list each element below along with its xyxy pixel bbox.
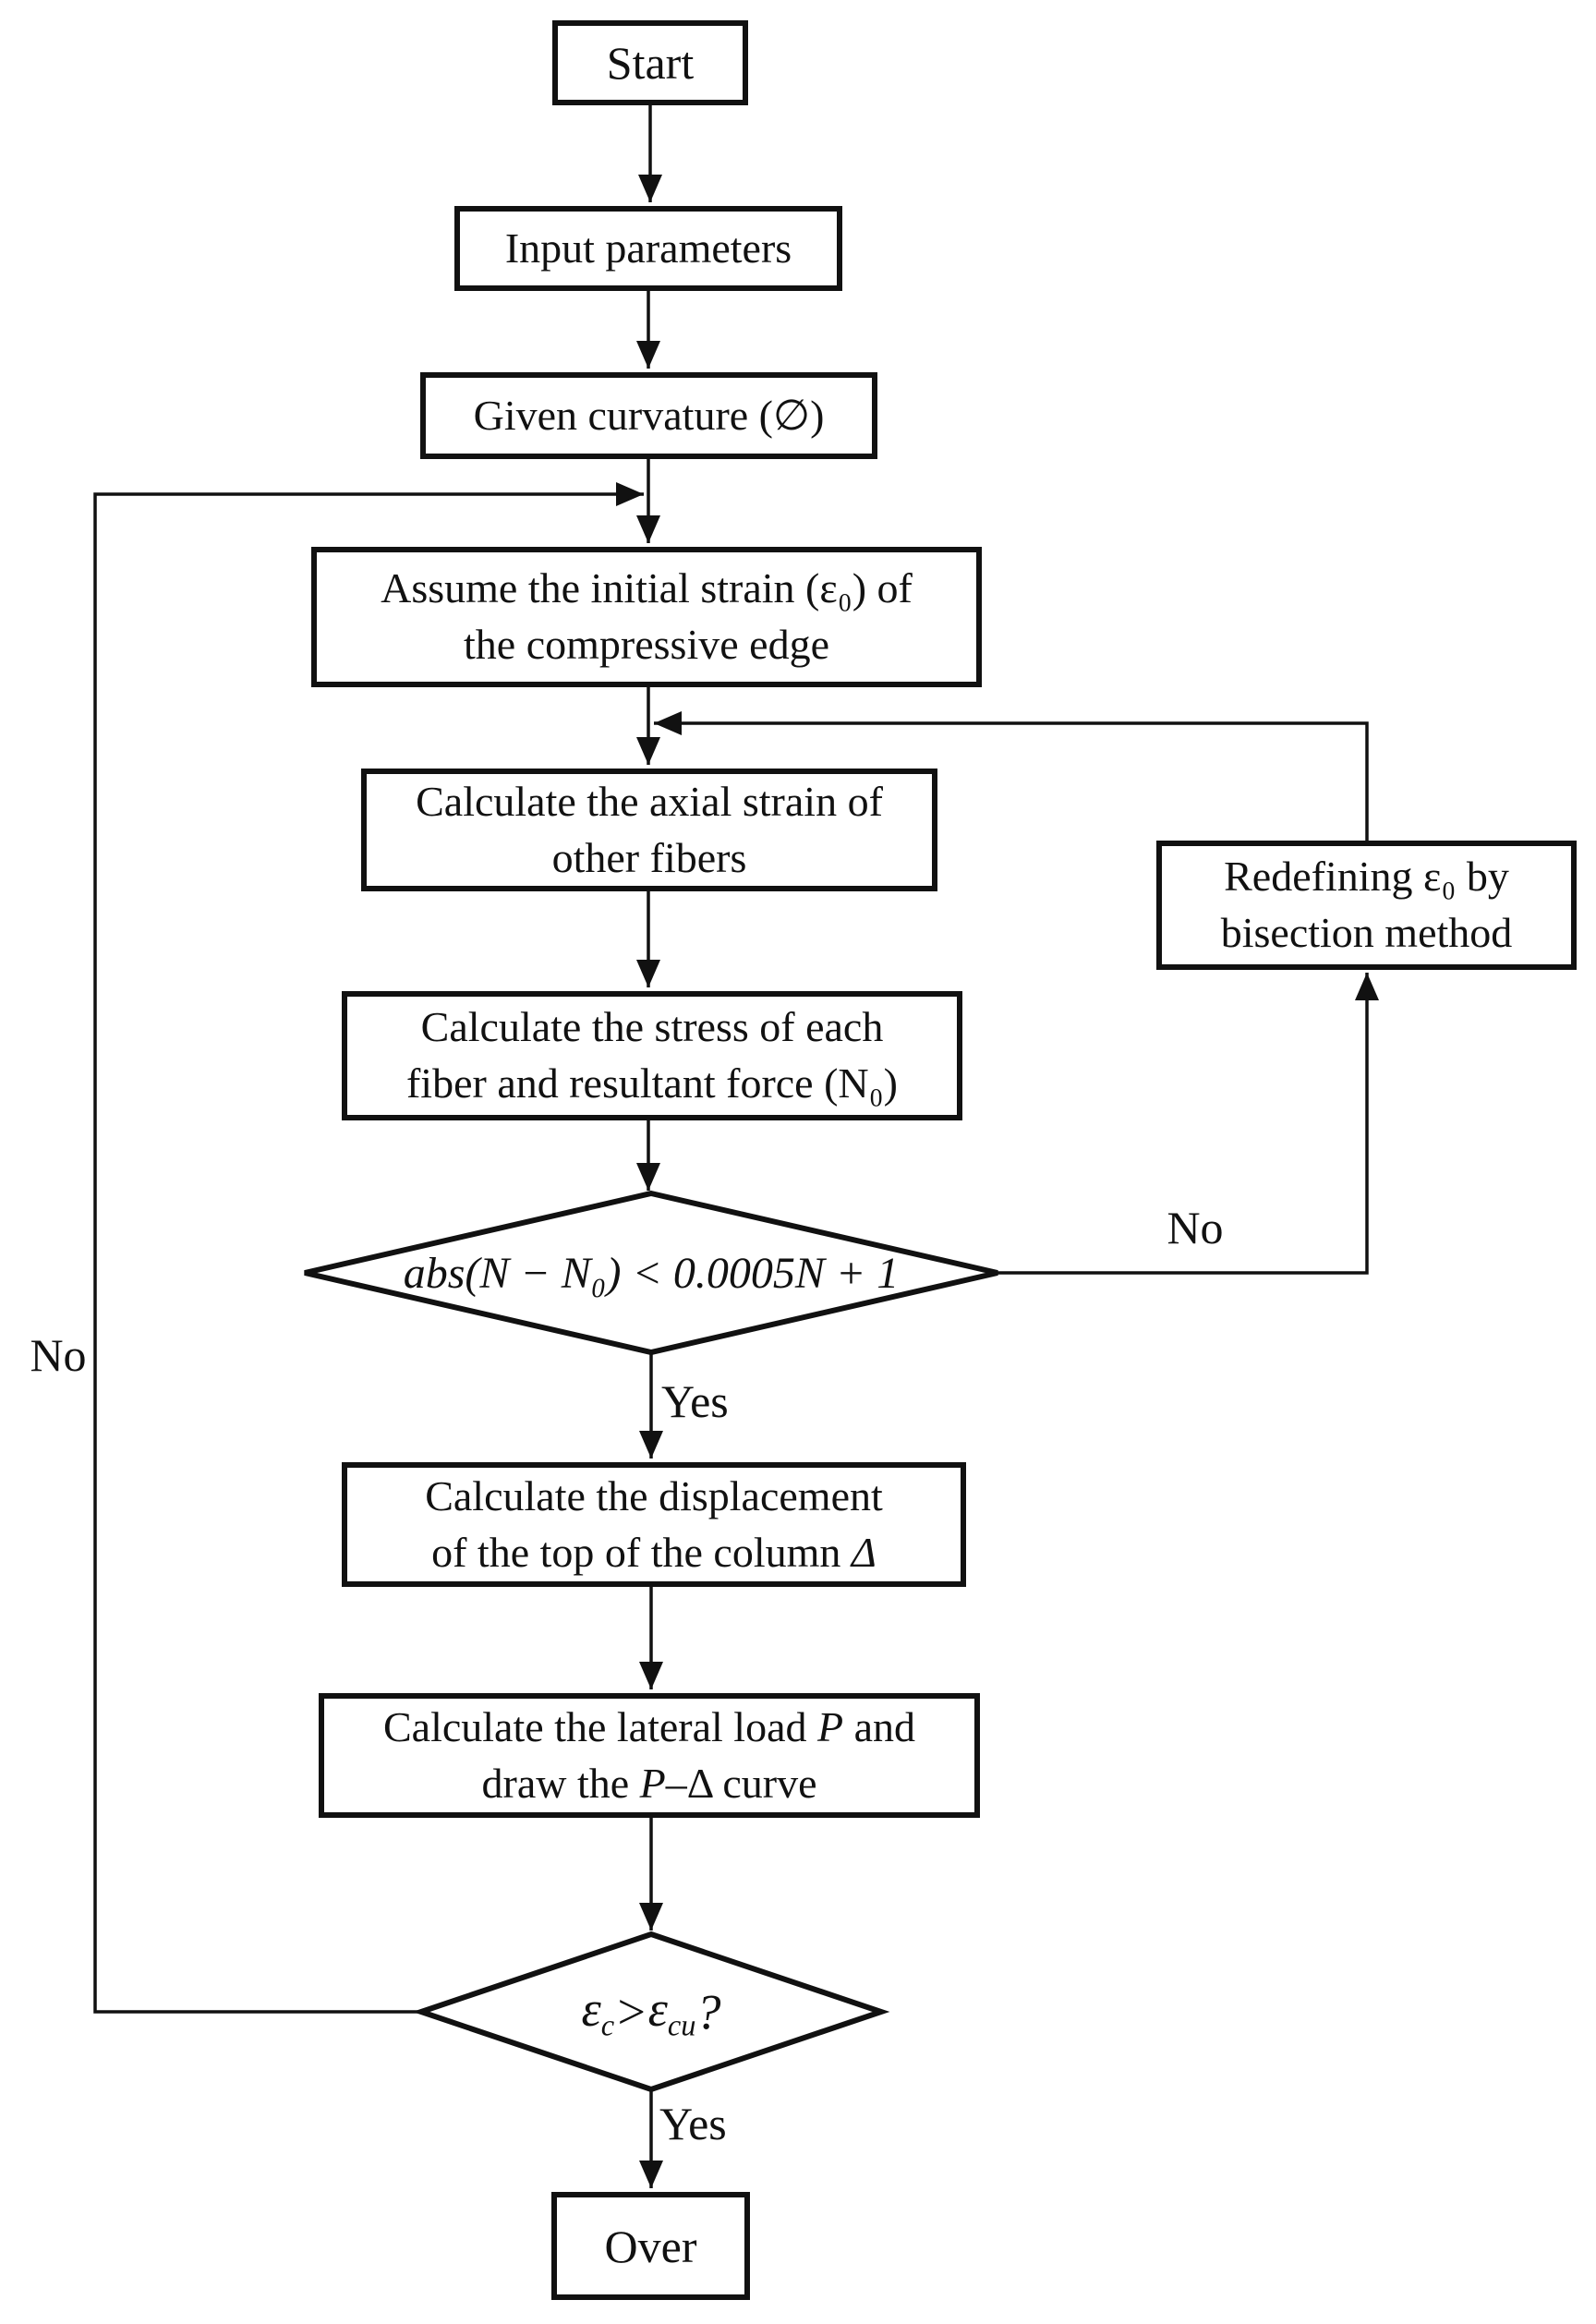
redefine-line2: bisection method <box>1220 909 1513 956</box>
displacement-line2: of the top of the column Δ <box>431 1525 877 1581</box>
node-curvature-label: Given curvature (∅) <box>473 391 825 439</box>
label-yes-bottom: Yes <box>659 2098 727 2149</box>
lateral-line2: draw the P–Δ curve <box>482 1756 817 1812</box>
node-given-curvature: Given curvature (∅) <box>420 372 877 459</box>
subscript-cu: cu <box>667 2009 696 2043</box>
stress-line2: fiber and resultant force (N₀) <box>405 1059 898 1107</box>
arrow-redefine-to-junction <box>654 711 1369 841</box>
delta-symbol: Δ <box>851 1528 877 1576</box>
epsilon-c: εc <box>582 1980 615 2043</box>
arrow-no-loop-left <box>93 482 644 2014</box>
displacement-line2-text: of the top of the column <box>431 1528 852 1576</box>
lateral-line1: Calculate the lateral load P and <box>383 1700 915 1756</box>
lateral-line1-tail: and <box>843 1702 916 1750</box>
axial-line2: other fibers <box>551 833 747 881</box>
redefine-line1: Redefining ε₀ by <box>1224 853 1509 901</box>
label-no-right: No <box>1167 1202 1224 1253</box>
p-symbol-2: P <box>639 1759 666 1807</box>
node-lateral-load: Calculate the lateral load P and draw th… <box>319 1693 980 1818</box>
displacement-line1: Calculate the displacement <box>425 1471 883 1519</box>
label-yes-middle: Yes <box>661 1375 729 1427</box>
lateral-line2-text: draw the <box>481 1759 640 1807</box>
node-start: Start <box>552 20 748 105</box>
lateral-line2-tail: curve <box>711 1759 817 1807</box>
epsilon-symbol-1: ε <box>581 1980 601 2037</box>
p-symbol-1: P <box>816 1702 844 1750</box>
question-mark: ? <box>695 1984 721 2040</box>
node-over-label: Over <box>604 2220 697 2272</box>
node-stress-resultant: Calculate the stress of each fiber and r… <box>342 991 962 1120</box>
assume-line2: the compressive edge <box>464 621 829 668</box>
decision1-formula: abs(N − N₀) < 0.0005N + 1 <box>403 1248 900 1298</box>
epsilon-symbol-2: ε <box>647 1980 668 2037</box>
stress-line1: Calculate the stress of each <box>420 1003 884 1051</box>
decision2-condition: εc > εcu ? <box>421 1964 881 2060</box>
node-input-label: Input parameters <box>504 224 792 272</box>
assume-line1: Assume the initial strain (ε₀) of <box>381 564 913 612</box>
node-assume-initial-strain: Assume the initial strain (ε₀) of the co… <box>311 547 982 687</box>
decision1-condition: abs(N − N₀) < 0.0005N + 1 <box>323 1230 979 1315</box>
lateral-line1-text: Calculate the lateral load <box>382 1702 817 1750</box>
node-input-parameters: Input parameters <box>454 206 842 291</box>
epsilon-cu: εcu <box>648 1980 696 2043</box>
p-delta-dash: –Δ <box>665 1759 712 1807</box>
label-no-left: No <box>30 1329 87 1381</box>
node-displacement: Calculate the displacement of the top of… <box>342 1462 966 1587</box>
arrow-no-to-redefine <box>998 973 1379 1275</box>
node-axial-strain: Calculate the axial strain of other fibe… <box>361 769 937 891</box>
greater-than: > <box>614 1984 648 2040</box>
subscript-c: c <box>600 2009 615 2043</box>
node-over: Over <box>551 2192 750 2300</box>
axial-line1: Calculate the axial strain of <box>416 777 883 825</box>
node-start-label: Start <box>606 37 695 89</box>
node-redefine-bisection: Redefining ε₀ by bisection method <box>1156 841 1577 970</box>
